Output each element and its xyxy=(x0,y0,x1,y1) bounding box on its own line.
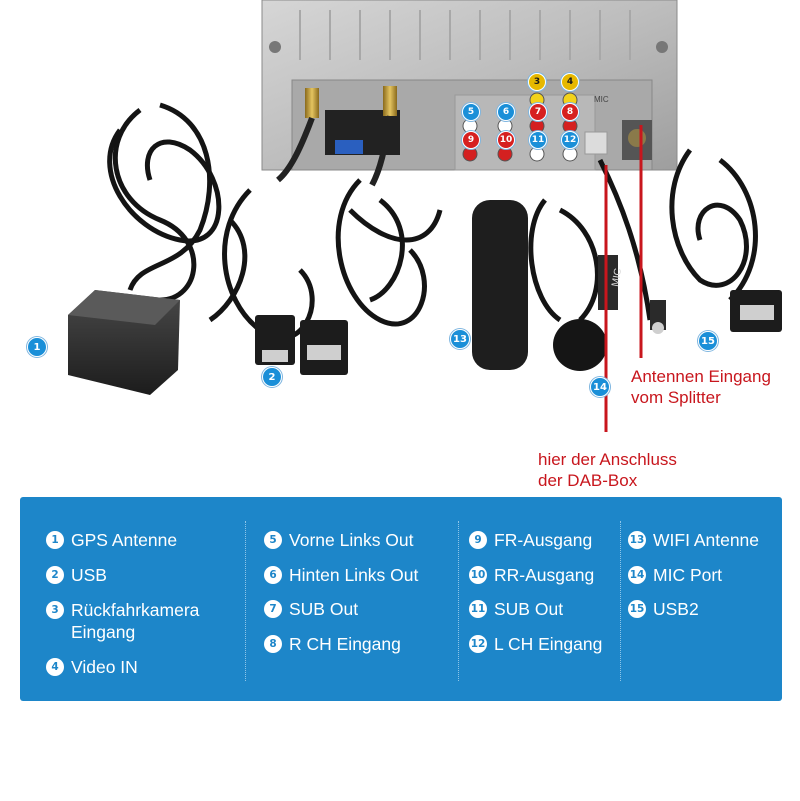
callout-14: 14 xyxy=(590,377,610,397)
legend-item-gps-antenne: 1 GPS Antenne xyxy=(46,529,177,551)
legend-number: 15 xyxy=(628,600,646,618)
legend-number: 1 xyxy=(46,531,64,549)
callout-8: 8 xyxy=(561,103,579,121)
dab-annotation: hier der Anschluss der DAB-Box xyxy=(538,449,677,491)
callout-5: 5 xyxy=(462,103,480,121)
legend-column-divider xyxy=(245,521,246,681)
legend-item-sub-out-2: 11 SUB Out xyxy=(469,598,563,620)
callout-6: 6 xyxy=(497,103,515,121)
wifi-antenna xyxy=(472,200,528,370)
legend-label: GPS Antenne xyxy=(71,530,178,550)
legend-item-r-ch-eingang: 8 R CH Eingang xyxy=(264,633,401,655)
dab-annotation-line1: hier der Anschluss xyxy=(538,450,677,469)
callout-7: 7 xyxy=(529,103,547,121)
splitter-annotation-line2: vom Splitter xyxy=(631,388,721,407)
callout-3: 3 xyxy=(528,73,546,91)
microphone xyxy=(553,255,618,371)
legend-number: 9 xyxy=(469,531,487,549)
legend-number: 5 xyxy=(264,531,282,549)
legend-item-usb2: 15 USB2 xyxy=(628,598,699,620)
legend-item-video-in: 4 Video IN xyxy=(46,656,138,678)
dab-annotation-line2: der DAB-Box xyxy=(538,471,638,490)
legend-panel: 1 GPS Antenne 2 USB 3 Rückfahrkamera Ein… xyxy=(20,497,782,701)
legend-label: L CH Eingang xyxy=(494,634,603,654)
legend-label: MIC Port xyxy=(653,565,723,585)
legend-number: 2 xyxy=(46,566,64,584)
legend-label: RR-Ausgang xyxy=(494,565,595,585)
legend-item-rueckfahrkamera: 3 Rückfahrkamera Eingang xyxy=(46,599,216,643)
legend-label: Hinten Links Out xyxy=(289,565,419,585)
splitter-annotation: Antennen Eingang vom Splitter xyxy=(631,366,771,408)
legend-number: 12 xyxy=(469,635,487,653)
legend-label: SUB Out xyxy=(289,599,359,619)
cable-bundles xyxy=(107,102,758,341)
legend-number: 4 xyxy=(46,658,64,676)
legend-number: 13 xyxy=(628,531,646,549)
callout-10: 10 xyxy=(497,131,515,149)
legend-item-wifi-antenne: 13 WIFI Antenne xyxy=(628,529,759,551)
legend-item-usb: 2 USB xyxy=(46,564,107,586)
callout-9: 9 xyxy=(462,131,480,149)
legend-label: FR-Ausgang xyxy=(494,530,593,550)
legend-item-vorne-links-out: 5 Vorne Links Out xyxy=(264,529,414,551)
legend-column-divider xyxy=(620,521,621,681)
legend-number: 14 xyxy=(628,566,646,584)
callout-4: 4 xyxy=(561,73,579,91)
callout-13: 13 xyxy=(450,329,470,349)
audio-jack xyxy=(650,300,666,330)
legend-number: 10 xyxy=(469,566,487,584)
callout-2: 2 xyxy=(262,367,282,387)
callout-1: 1 xyxy=(27,337,47,357)
splitter-annotation-line1: Antennen Eingang xyxy=(631,367,771,386)
legend-number: 11 xyxy=(469,600,487,618)
legend-label: SUB Out xyxy=(494,599,564,619)
legend-item-rr-ausgang: 10 RR-Ausgang xyxy=(469,564,594,586)
legend-label: R CH Eingang xyxy=(289,634,401,654)
legend-label: Vorne Links Out xyxy=(289,530,414,550)
legend-label: USB2 xyxy=(653,599,699,619)
legend-item-mic-port: 14 MIC Port xyxy=(628,564,722,586)
legend-number: 8 xyxy=(264,635,282,653)
legend-label: Rückfahrkamera Eingang xyxy=(71,600,200,642)
legend-item-sub-out: 7 SUB Out xyxy=(264,598,358,620)
legend-number: 6 xyxy=(264,566,282,584)
callout-11: 11 xyxy=(529,131,547,149)
callout-15: 15 xyxy=(698,331,718,351)
legend-label: USB xyxy=(71,565,107,585)
device-photo xyxy=(68,0,782,432)
callout-12: 12 xyxy=(561,131,579,149)
legend-item-l-ch-eingang: 12 L CH Eingang xyxy=(469,633,602,655)
legend-number: 7 xyxy=(264,600,282,618)
usb-plugs xyxy=(255,290,782,375)
legend-item-hinten-links-out: 6 Hinten Links Out xyxy=(264,564,418,586)
legend-number: 3 xyxy=(46,601,64,619)
legend-item-fr-ausgang: 9 FR-Ausgang xyxy=(469,529,592,551)
mic-label: MIC xyxy=(594,95,609,104)
legend-label: Video IN xyxy=(71,657,138,677)
legend-column-divider xyxy=(458,521,459,681)
legend-label: WIFI Antenne xyxy=(653,530,760,550)
gps-antenna xyxy=(68,290,180,395)
